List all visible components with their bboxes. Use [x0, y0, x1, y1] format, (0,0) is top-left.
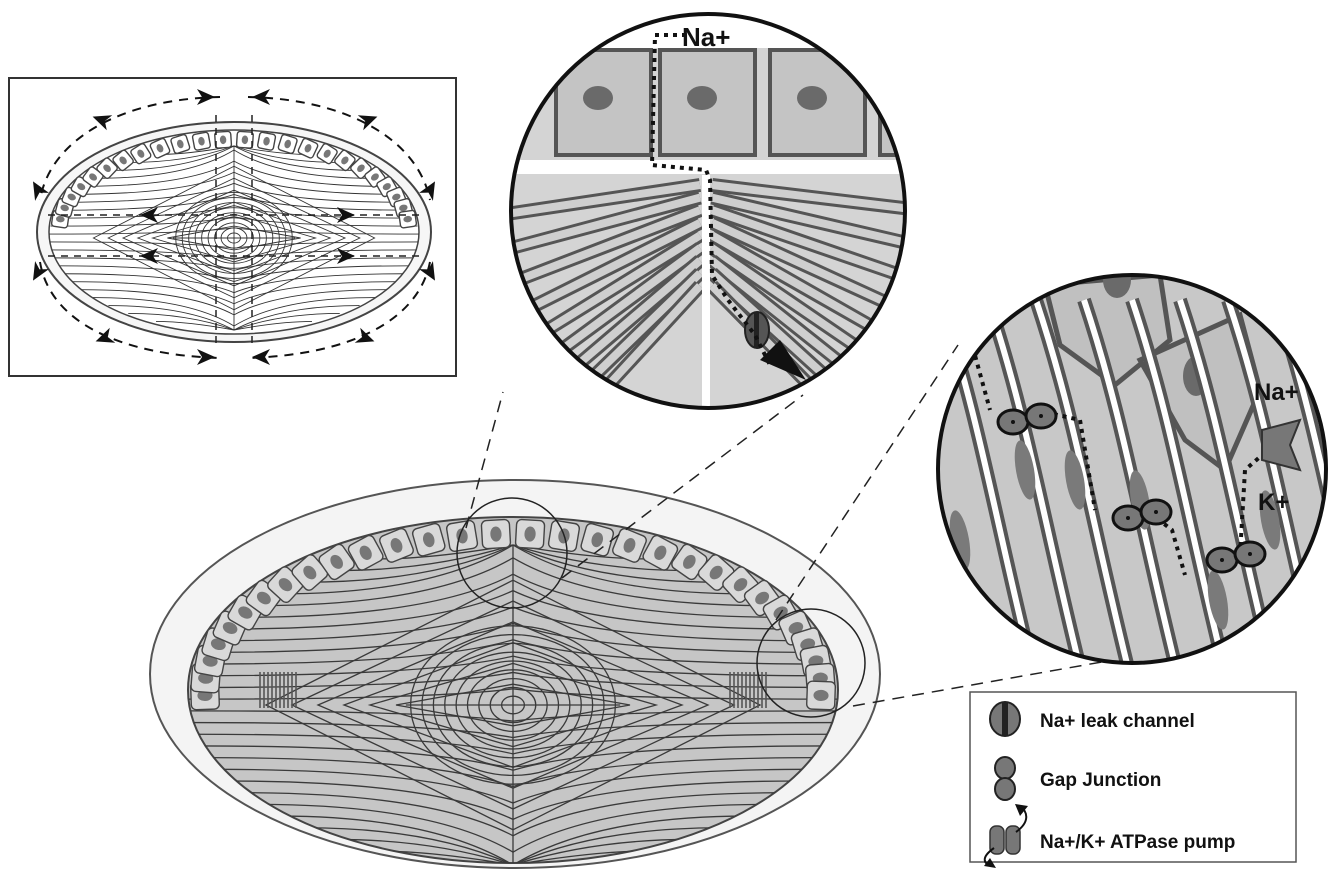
zoom-cell-nucleus	[1103, 262, 1131, 298]
legend-label-leak-channel: Na+ leak channel	[1040, 711, 1195, 732]
legend-label-atpase-pump: Na+/K+ ATPase pump	[1040, 832, 1235, 853]
epithelial-cell	[446, 520, 478, 552]
zoom-anterior: Na+	[500, 14, 975, 503]
epithelial-cell	[807, 681, 836, 710]
epithelial-cell	[215, 131, 232, 148]
zoom-cell-nucleus	[907, 86, 937, 110]
zoom-cell-nucleus	[797, 86, 827, 110]
legend-label-gap-junction: Gap Junction	[1040, 770, 1161, 791]
label-k-equator: K+	[1258, 489, 1289, 516]
zoom-cell-nucleus	[687, 86, 717, 110]
epithelial-cell	[515, 519, 545, 549]
zoom-cell-nucleus	[583, 86, 613, 110]
epithelial-cell	[399, 210, 417, 228]
epithelial-cell	[192, 132, 211, 151]
zoom-anterior-content	[500, 14, 975, 503]
epithelial-cell	[257, 132, 276, 151]
epithelial-cell	[236, 131, 253, 148]
legend: Na+ leak channel Gap Junction Na+/K+ ATP…	[970, 692, 1296, 868]
zoom-equator: Na+ K+	[936, 262, 1336, 680]
zoom-equator-content	[936, 262, 1336, 680]
label-na-equator: Na+	[1254, 379, 1299, 406]
zoom-epithelial-cell	[880, 50, 975, 155]
epithelial-cell	[481, 519, 511, 549]
inset-overview	[9, 78, 456, 376]
label-na-anterior: Na+	[682, 22, 730, 52]
leak-channel-icon	[990, 702, 1020, 736]
